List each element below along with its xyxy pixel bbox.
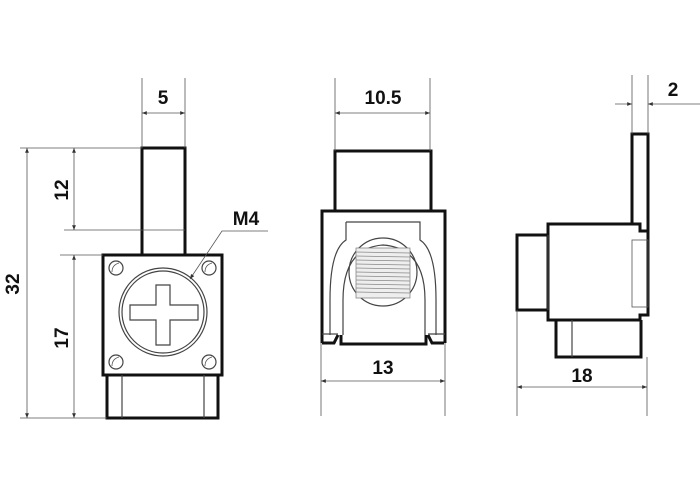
thread-pattern: [355, 247, 411, 299]
corner-screws: [108, 260, 217, 370]
terminal-stem: [140, 146, 187, 257]
dim-thickness-2: 2: [668, 80, 679, 101]
side-view: 10.5 13: [320, 78, 447, 416]
dim-height-17: 17: [52, 327, 73, 348]
dim-height-12: 12: [52, 179, 73, 200]
screw-label-m4: M4: [233, 209, 260, 230]
screw-head: [118, 267, 208, 357]
dim-width-10-5: 10.5: [365, 88, 402, 109]
terminal-base: [105, 373, 220, 420]
profile-view: 2 18: [515, 75, 700, 416]
dim-height-32: 32: [3, 273, 24, 294]
dim-depth-18: 18: [571, 366, 592, 387]
cross-slot-icon: [129, 284, 199, 346]
dim-width-5: 5: [158, 88, 169, 109]
dim-width-13: 13: [372, 358, 393, 379]
front-view: 5 12 17 32 M4: [3, 78, 268, 420]
side-top-block: [333, 149, 433, 213]
profile-body: [546, 222, 650, 322]
